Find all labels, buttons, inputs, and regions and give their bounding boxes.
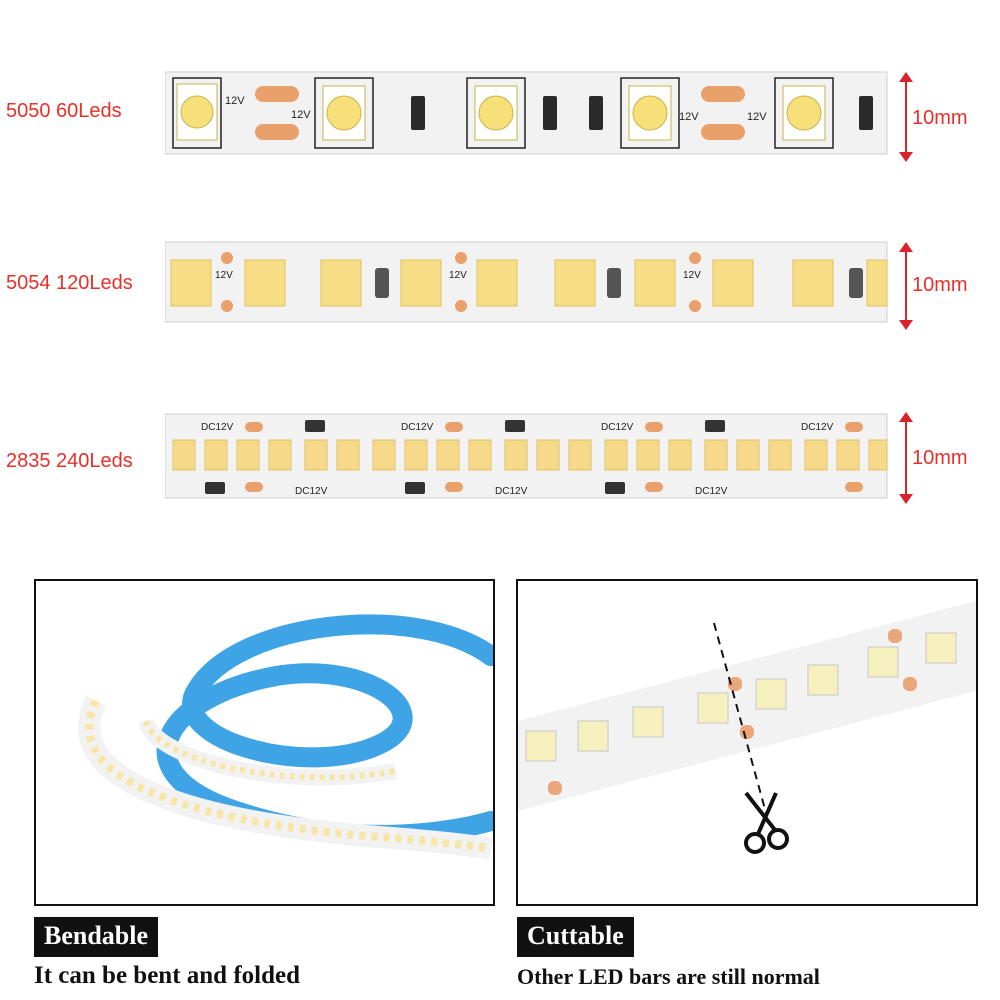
cuttable-description: Other LED bars are still normal xyxy=(517,964,820,989)
bendable-description: It can be bent and folded xyxy=(34,962,301,989)
strip-1-width-arrow xyxy=(899,72,913,162)
strip-5054-image: 12V 12V 12V xyxy=(165,241,888,323)
coiled-strip-photo xyxy=(78,614,501,860)
strip-2835-image: DC12V DC12V DC12V DC12V DC12V DC12V DC12V xyxy=(165,413,888,499)
svg-text:DC12V: DC12V xyxy=(295,486,328,497)
strip-2-label: 5054 120Leds xyxy=(6,272,133,294)
bendable-photo-panel xyxy=(34,579,501,906)
svg-text:12V: 12V xyxy=(215,270,233,281)
svg-text:DC12V: DC12V xyxy=(801,422,834,433)
svg-text:DC12V: DC12V xyxy=(495,486,528,497)
svg-text:DC12V: DC12V xyxy=(695,486,728,497)
cut-strip-photo xyxy=(518,601,976,854)
strip-5050-image: 12V 12V 12V 12V xyxy=(165,71,888,155)
strip-2-width: 10mm xyxy=(912,274,968,296)
svg-text:12V: 12V xyxy=(747,111,767,123)
svg-text:12V: 12V xyxy=(679,111,699,123)
strip-3-label: 2835 240Leds xyxy=(6,450,133,472)
svg-text:12V: 12V xyxy=(683,270,701,281)
strip-3-width-arrow xyxy=(899,412,913,504)
svg-text:DC12V: DC12V xyxy=(601,422,634,433)
svg-text:12V: 12V xyxy=(449,270,467,281)
strip-2-width-arrow xyxy=(899,242,913,330)
strip-3-width: 10mm xyxy=(912,447,968,469)
cuttable-photo-panel xyxy=(516,579,978,906)
scissors-icon xyxy=(744,791,789,854)
svg-text:12V: 12V xyxy=(291,109,311,121)
svg-text:12V: 12V xyxy=(225,95,245,107)
strip-1-label: 5050 60Leds xyxy=(6,100,122,122)
svg-text:DC12V: DC12V xyxy=(201,422,234,433)
strip-1-width: 10mm xyxy=(912,107,968,129)
svg-text:DC12V: DC12V xyxy=(401,422,434,433)
cut-line xyxy=(713,622,767,814)
bendable-title: Bendable xyxy=(34,917,159,957)
cuttable-title: Cuttable xyxy=(517,917,634,957)
